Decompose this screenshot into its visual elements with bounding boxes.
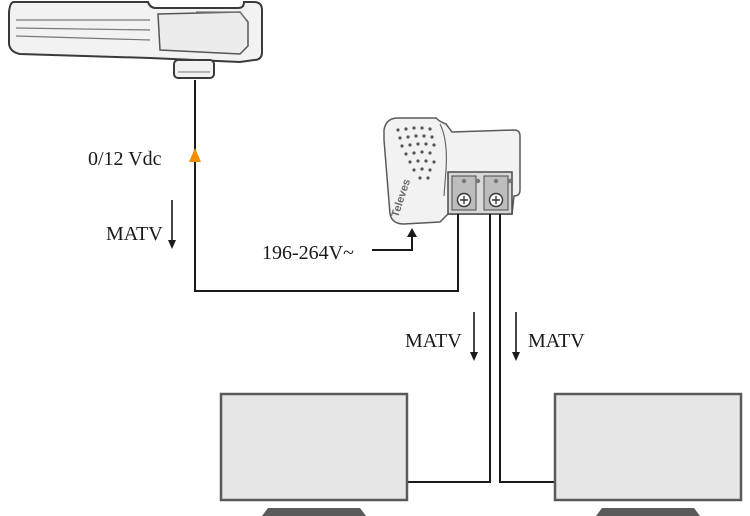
dc-power-arrow-icon: [189, 148, 201, 162]
power-supply-unit-icon: Televes: [383, 117, 521, 225]
mains-arrow-head: [407, 228, 417, 237]
mains-voltage-label: 196-264V~: [262, 242, 354, 264]
vent-holes: [396, 126, 436, 180]
cables: [194, 80, 556, 483]
signal-arrows: [168, 200, 520, 361]
tv-monitor-right: [553, 392, 743, 516]
matv-output-2-label: MATV: [528, 330, 585, 352]
antenna-amplifier-icon: [8, 0, 263, 79]
dc-voltage-label: 0/12 Vdc: [88, 148, 162, 170]
cable-antenna-to-psu: [194, 80, 459, 292]
screw-terminal-2: [488, 192, 504, 208]
screw-terminal-1: [456, 192, 472, 208]
down-arrow-matv-feed: [168, 200, 176, 249]
tv-monitor-left: [219, 392, 409, 516]
down-arrow-matv-output-1: [470, 312, 478, 361]
matv-feed-label: MATV: [106, 223, 163, 245]
cable-psu-to-tv-1: [408, 214, 491, 483]
mains-arrow-line: [372, 234, 413, 251]
cable-psu-to-tv-2: [499, 214, 556, 483]
down-arrow-matv-output-2: [512, 312, 520, 361]
matv-output-1-label: MATV: [405, 330, 462, 352]
